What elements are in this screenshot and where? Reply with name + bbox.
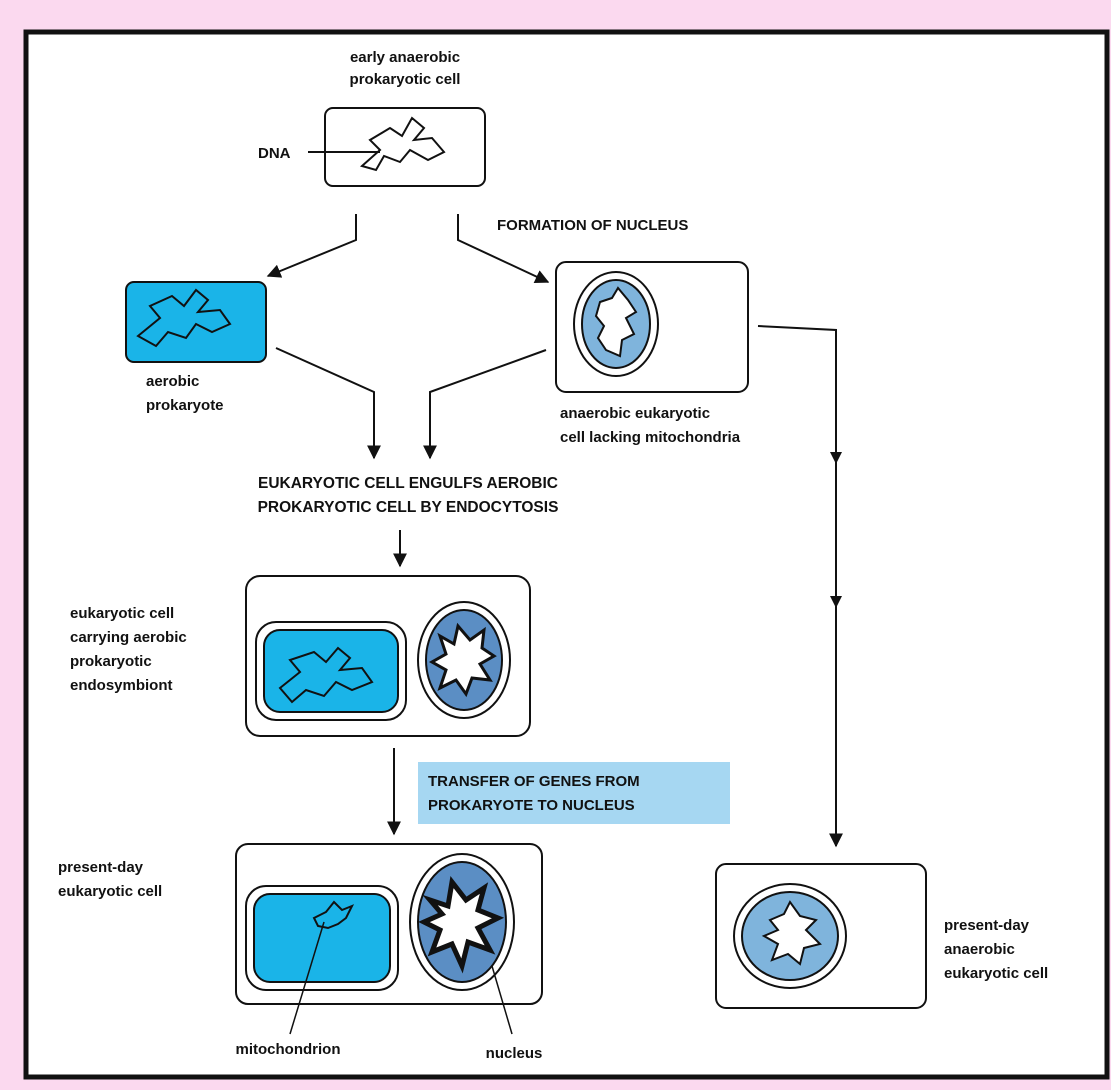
nucleus-label: nucleus — [486, 1045, 543, 1062]
arrow-to-aerobic — [266, 214, 357, 278]
engulfs-label-line-1: EUKARYOTIC CELL ENGULFS AEROBIC — [258, 475, 558, 492]
nucleus-pointer-line — [491, 965, 513, 1035]
present-day-eukaryotic-label-line-2: eukaryotic cell — [58, 883, 162, 900]
arrow-eukaryote-to-engulf — [423, 349, 547, 460]
early-cell-label-line-2: prokaryotic cell — [350, 71, 461, 88]
endosymbiont-label-line-4: endosymbiont — [70, 677, 173, 694]
endosymbiont-prokaryote — [263, 629, 399, 713]
dna-squiggle — [359, 116, 446, 172]
tick-right-1 — [830, 452, 842, 464]
aerobic-prokaryote-label-line-1: aerobic — [146, 373, 199, 390]
endosymbiont-label-line-2: carrying aerobic — [70, 629, 187, 646]
early-cell-label-line-1: early anaerobic — [350, 49, 460, 66]
present-day-anaerobic-label-line-2: anaerobic — [944, 941, 1015, 958]
arrow-aerobic-to-engulf — [275, 347, 381, 460]
present-day-eukaryotic-label-line-1: present-day — [58, 859, 144, 876]
nucleus-dna-squiggle — [594, 286, 638, 358]
mitochondrion-pointer-line — [289, 921, 325, 1035]
aerobic-prokaryote-cell — [125, 281, 267, 363]
endosymbiont-label-line-1: eukaryotic cell — [70, 605, 174, 622]
arrow-to-anaerobic-eukaryote — [457, 214, 550, 284]
aerobic-prokaryote-label-line-2: prokaryote — [146, 397, 224, 414]
engulfs-label-line-2: PROKARYOTIC CELL BY ENDOCYTOSIS — [258, 499, 559, 516]
formation-of-nucleus-label: FORMATION OF NUCLEUS — [497, 217, 688, 234]
aerobic-dna-squiggle — [136, 288, 232, 348]
endosymbiont-label-line-3: prokaryotic — [70, 653, 152, 670]
tick-right-2 — [830, 596, 842, 608]
present-day-anaerobic-label-line-1: present-day — [944, 917, 1030, 934]
endosymbiont-dna-squiggle — [278, 646, 374, 704]
transfer-genes-label-line-2: PROKARYOTE TO NUCLEUS — [428, 797, 635, 814]
transfer-genes-label-line-1: TRANSFER OF GENES FROM — [428, 773, 640, 790]
mitochondrion-label: mitochondrion — [236, 1041, 341, 1058]
anaerobic-eukaryotic-label-line-2: cell lacking mitochondria — [560, 429, 741, 446]
anaerobic-nucleus-dna — [761, 900, 822, 966]
mitochondrion — [253, 893, 391, 983]
present-nucleus-dna — [418, 875, 505, 974]
endosymbiont-nucleus-dna — [428, 622, 497, 698]
anaerobic-eukaryotic-label-line-1: anaerobic eukaryotic — [560, 405, 710, 422]
arrow-right-lineage — [757, 325, 843, 848]
transfer-genes-highlight — [418, 762, 730, 824]
present-day-anaerobic-label-line-3: eukaryotic cell — [944, 965, 1048, 982]
dna-label: DNA — [258, 145, 291, 162]
